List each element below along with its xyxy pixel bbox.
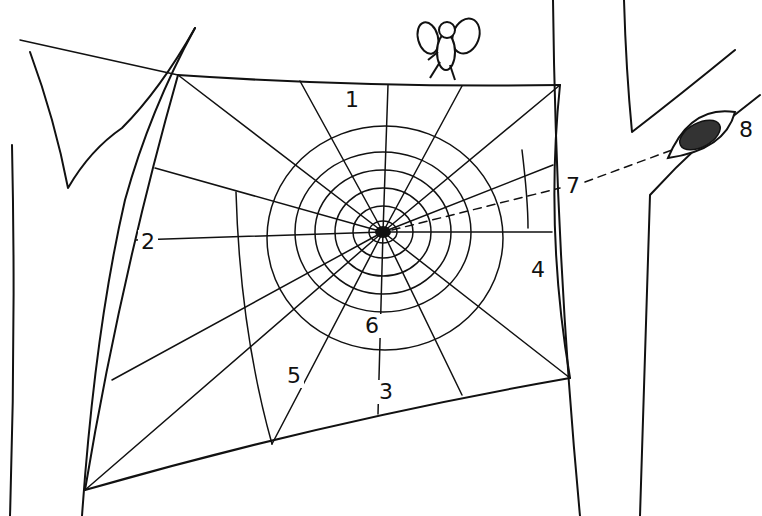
callout-number: 8 — [736, 118, 756, 142]
frame-thread — [85, 378, 570, 490]
tree-branch — [640, 95, 760, 516]
frame-thread — [85, 75, 178, 490]
fly — [414, 15, 484, 80]
signal-thread — [392, 150, 672, 230]
frame-thread — [178, 75, 560, 86]
callout-number: 6 — [362, 314, 382, 338]
tree-trunk — [10, 145, 14, 516]
frame-thread — [554, 85, 570, 378]
tree-trunk — [553, 0, 580, 516]
callout-number: 5 — [284, 364, 304, 388]
callout-number: 3 — [376, 380, 396, 404]
tree-fork — [30, 28, 195, 188]
anchor-thread — [20, 40, 178, 75]
callout-number: 7 — [563, 174, 583, 198]
capture-spiral — [267, 126, 503, 350]
callout-number: 2 — [138, 230, 158, 254]
web-hub — [375, 226, 391, 238]
spider-retreat — [668, 111, 735, 158]
frame-thread — [522, 150, 528, 228]
callout-number: 1 — [342, 88, 362, 112]
radial-threads — [85, 75, 570, 490]
callout-number: 4 — [528, 258, 548, 282]
